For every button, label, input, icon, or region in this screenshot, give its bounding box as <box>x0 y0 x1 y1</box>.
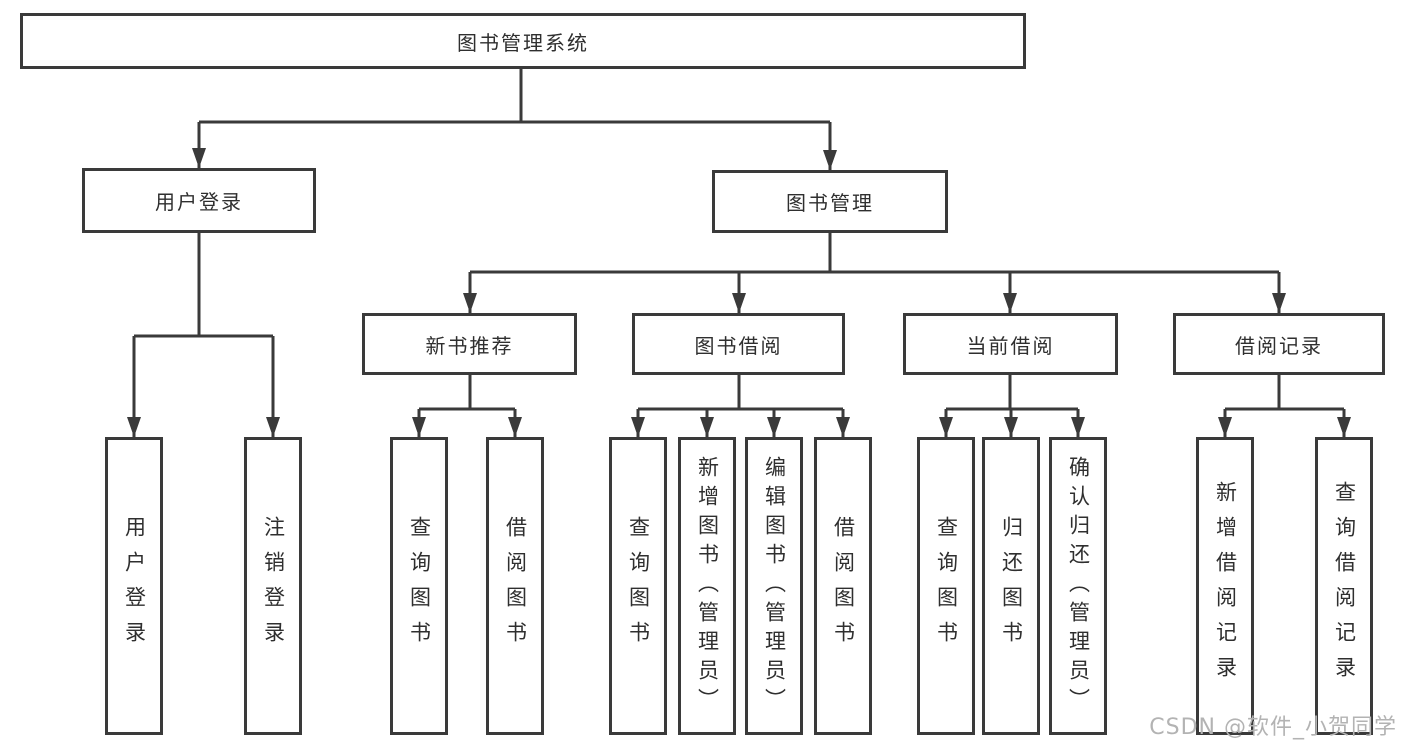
node-book-management: 图书管理 <box>712 170 948 233</box>
watermark: CSDN @软件_小贺同学 <box>1149 715 1397 740</box>
leaf-add-book-admin: 新增图书（管理员） <box>678 437 736 735</box>
leaf-logout: 注销登录 <box>244 437 302 735</box>
leaf-return-books: 归还图书 <box>982 437 1040 735</box>
leaf-confirm-return-admin-label: 确认归还（管理员） <box>1066 455 1091 717</box>
leaf-add-borrow-record: 新增借阅记录 <box>1196 437 1254 735</box>
node-current-borrow: 当前借阅 <box>903 313 1118 375</box>
node-library-system: 图书管理系统 <box>20 13 1026 69</box>
leaf-user-login: 用户登录 <box>105 437 163 735</box>
leaf-confirm-return-admin: 确认归还（管理员） <box>1049 437 1107 735</box>
leaf-query-books-current: 查询图书 <box>917 437 975 735</box>
leaf-query-borrow-record: 查询借阅记录 <box>1315 437 1373 735</box>
leaf-query-books-borrow: 查询图书 <box>609 437 667 735</box>
node-user-login: 用户登录 <box>82 168 316 233</box>
leaf-query-books-current-label: 查询图书 <box>934 516 959 656</box>
leaf-edit-book-admin-label: 编辑图书（管理员） <box>762 455 787 717</box>
leaf-query-borrow-record-label: 查询借阅记录 <box>1332 481 1357 691</box>
leaf-borrow-books: 借阅图书 <box>814 437 872 735</box>
leaf-query-books-borrow-label: 查询图书 <box>626 516 651 656</box>
node-new-book-recommend: 新书推荐 <box>362 313 577 375</box>
leaf-query-books-recommend: 查询图书 <box>390 437 448 735</box>
leaf-user-login-label: 用户登录 <box>122 516 147 656</box>
leaf-query-books-recommend-label: 查询图书 <box>407 516 432 656</box>
leaf-edit-book-admin: 编辑图书（管理员） <box>745 437 803 735</box>
leaf-add-book-admin-label: 新增图书（管理员） <box>695 455 720 717</box>
leaf-add-borrow-record-label: 新增借阅记录 <box>1213 481 1238 691</box>
leaf-borrow-books-recommend: 借阅图书 <box>486 437 544 735</box>
leaf-return-books-label: 归还图书 <box>999 516 1024 656</box>
node-book-borrow: 图书借阅 <box>632 313 845 375</box>
leaf-borrow-books-label: 借阅图书 <box>831 516 856 656</box>
leaf-borrow-books-recommend-label: 借阅图书 <box>503 516 528 656</box>
node-borrow-records: 借阅记录 <box>1173 313 1385 375</box>
leaf-logout-label: 注销登录 <box>261 516 286 656</box>
